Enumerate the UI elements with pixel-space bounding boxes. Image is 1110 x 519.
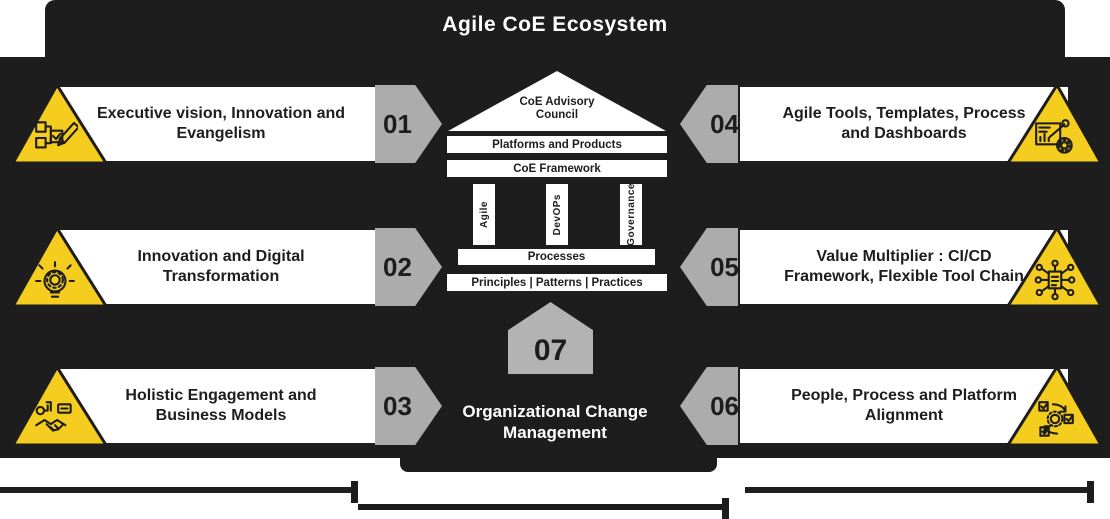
bottom-tick-center [722,498,729,519]
item-03-triangle [10,364,110,448]
bottom-tick-left [351,481,358,503]
dark-panel-top [45,0,1065,60]
pillar-agile: Agile [473,184,495,245]
temple-pediment [448,71,666,131]
pillar-devops: DevOPs [546,184,568,245]
bottom-line-left [0,487,356,493]
item-05-triangle [1004,225,1104,309]
page-title: Agile CoE Ecosystem [442,13,668,36]
item-04-number-chevron: 04 [680,85,747,163]
item-04-triangle [1004,82,1104,166]
item-06-triangle [1004,364,1104,448]
dark-panel-bottom [400,455,717,472]
bottom-line-center [358,504,728,510]
item-02-triangle [10,225,110,309]
handshake-icon [32,397,78,443]
item-06-number-chevron: 06 [680,367,747,445]
item-row-04: 04 Agile Tools, Templates, Process and D… [668,82,1104,166]
bulb-gear-icon [32,258,78,304]
process-cycle-icon [1032,397,1078,443]
dashboard-chart-icon [1032,115,1078,161]
item-row-06: 06 People, Process and Platform Alignmen… [668,364,1104,448]
item-02-panel: Innovation and Digital Transformation [55,228,387,306]
toolchain-network-icon [1032,258,1078,304]
item-02-number-chevron: 02 [375,228,442,306]
processes-bar: Processes [458,249,655,265]
coe-framework-bar: CoE Framework [447,160,667,177]
item-row-05: 05 Value Multiplier : CI/CD Framework, F… [668,225,1104,309]
item-03-number-chevron: 03 [375,367,442,445]
item-01-triangle [10,82,110,166]
principles-patterns-practices-bar: Principles | Patterns | Practices [447,274,667,291]
bottom-line-right [745,487,1093,493]
bottom-tick-right [1087,481,1094,503]
flowchart-pencil-icon [32,115,80,161]
item-row-02: Innovation and Digital Transformation 02 [10,225,442,309]
coe-advisory-council-label: CoE Advisory Council [519,96,595,122]
organizational-change-management-label: Organizational Change Management [462,402,648,443]
item-01-number-chevron: 01 [375,85,442,163]
item-03-panel: Holistic Engagement and Business Models [55,367,387,445]
platforms-products-bar: Platforms and Products [447,136,667,153]
item-05-number-chevron: 05 [680,228,747,306]
item-01-panel: Executive vision, Innovation and Evangel… [55,85,387,163]
item-row-01: Executive vision, Innovation and Evangel… [10,82,442,166]
item-row-03: Holistic Engagement and Business Models … [10,364,442,448]
pillar-governance: Governance [620,183,642,246]
